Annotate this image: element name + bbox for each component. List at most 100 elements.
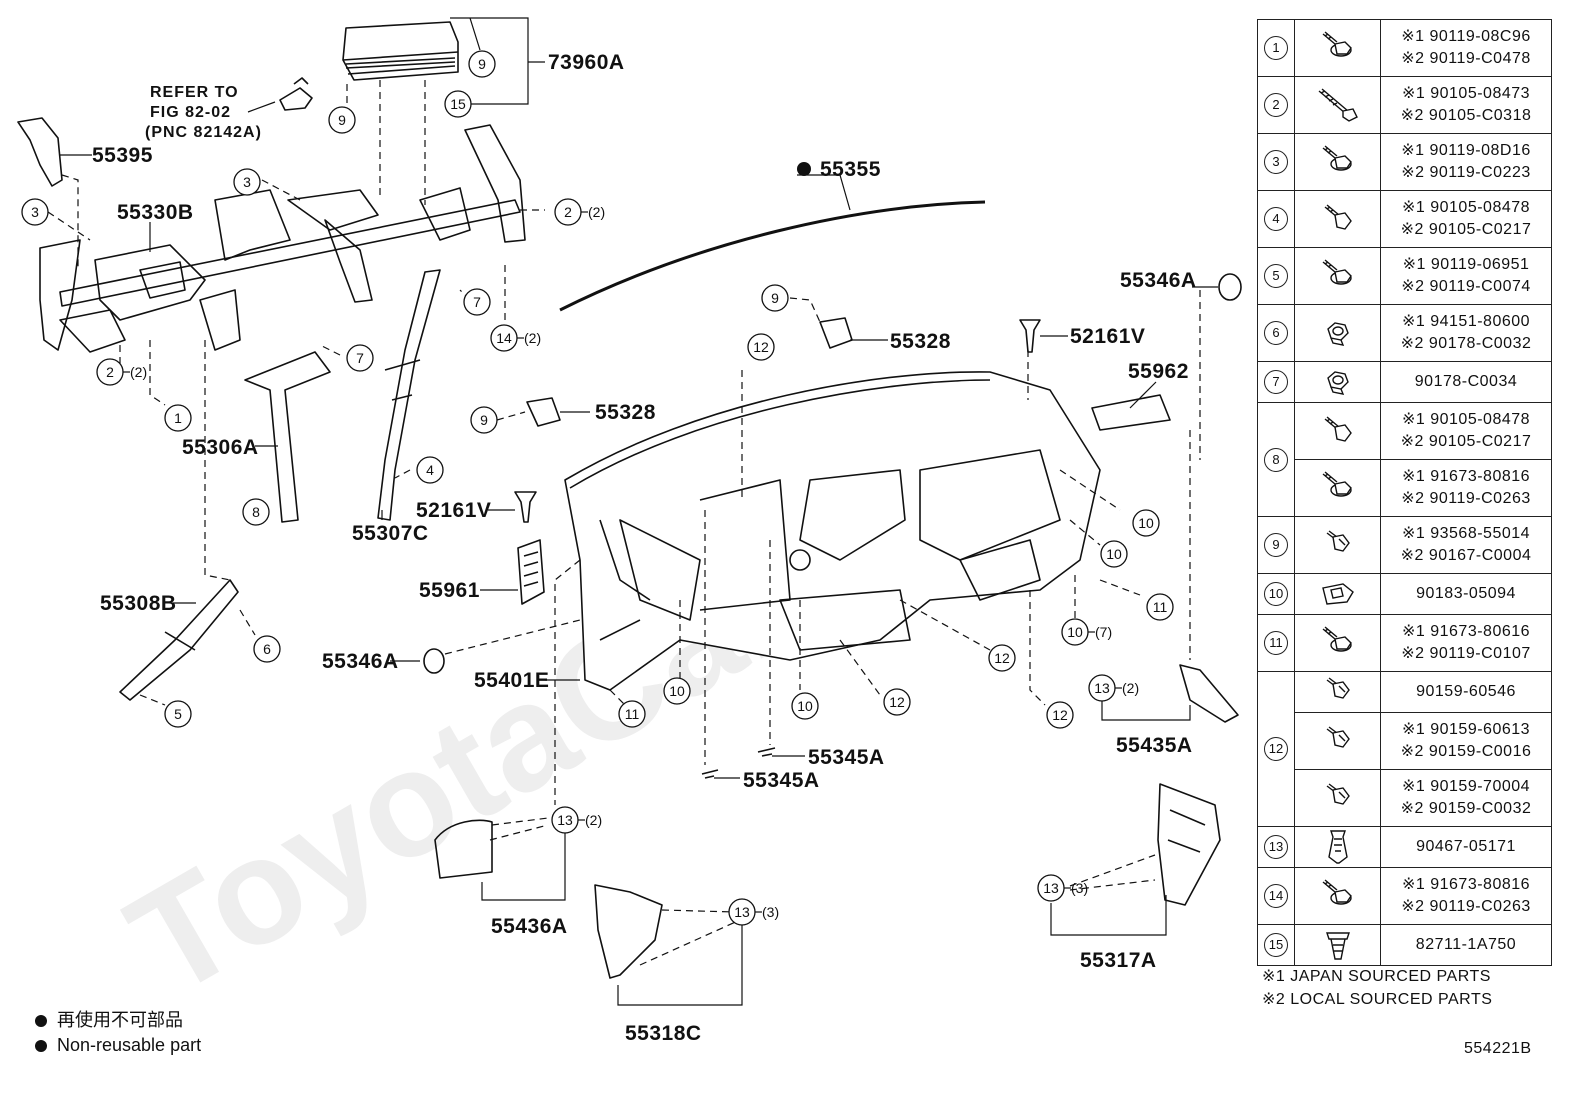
callout-number: 14 — [496, 330, 512, 346]
part-number: ※1 90119-08C96 — [1401, 28, 1531, 45]
part-label-55355: 55355 — [820, 158, 881, 181]
quantity-label: (2) — [1122, 680, 1139, 696]
callout-1: 1 — [164, 404, 192, 432]
parts-table-row: ※1 90159-70004 ※2 90159-C0032 — [1258, 769, 1552, 827]
drawing-number: 554221B — [1464, 1040, 1532, 1057]
legend-item-jp: 再使用不可部品 — [35, 1008, 201, 1033]
callout-number: 15 — [450, 96, 466, 112]
callout-number: 10 — [669, 683, 685, 699]
callout-7: 7 — [463, 288, 491, 316]
part-number-cell: ※1 90105-08478※2 90105-C0217 — [1380, 190, 1552, 248]
item-number: 5 — [1264, 264, 1288, 288]
part-number: ※2 90119-C0074 — [1401, 278, 1531, 295]
callout-9: 9 — [470, 406, 498, 434]
callout-number: 10 — [797, 698, 813, 714]
callout-12: 12 — [1046, 701, 1074, 729]
part-number: ※2 90119-C0478 — [1401, 50, 1531, 67]
part-label-52161V: 52161V — [416, 499, 491, 522]
legend-item-en: Non-reusable part — [35, 1033, 201, 1058]
item-number-cell: 15 — [1257, 924, 1295, 966]
callout-15: 15 — [444, 90, 472, 118]
callout-10: 10 — [663, 677, 691, 705]
part-number: 82711-1A750 — [1415, 936, 1517, 953]
callout-number: 2 — [106, 364, 114, 380]
brace-55307C-drawing — [377, 269, 441, 521]
item-number: 7 — [1264, 370, 1288, 394]
part-number: ※1 90119-08D16 — [1401, 142, 1531, 159]
item-number: 8 — [1264, 447, 1288, 472]
part-label-55328: 55328 — [890, 330, 951, 353]
callout-number: 12 — [889, 694, 905, 710]
panel-55318C-drawing — [594, 884, 663, 979]
part-number-cell: ※1 90119-06951※2 90119-C0074 — [1380, 247, 1552, 305]
callout-number: 12 — [1052, 707, 1068, 723]
part-number-cell: ※1 94151-80600※2 90178-C0032 — [1380, 304, 1552, 362]
part-number: ※2 90105-C0217 — [1400, 433, 1532, 450]
part-number: ※2 90159-C0032 — [1400, 800, 1532, 817]
callout-13: 13 — [1037, 874, 1065, 902]
part-number-cell: ※1 91673-80816※2 90119-C0263 — [1380, 867, 1552, 925]
callout-10: 10 — [1100, 540, 1128, 568]
part-number: ※1 91673-80816 — [1401, 876, 1531, 893]
flange-bolt-icon — [1294, 614, 1381, 672]
item-number-cell: 8 — [1257, 402, 1295, 517]
item-number-cell: 5 — [1257, 247, 1295, 305]
part-label-55395: 55395 — [92, 144, 153, 167]
quantity-label: (2) — [130, 364, 147, 380]
callout-number: 12 — [753, 339, 769, 355]
part-number-cell: ※1 90119-08D16※2 90119-C0223 — [1380, 133, 1552, 191]
part-number-cell: 90159-60546 — [1380, 671, 1552, 713]
parts-table-row: 4※1 90105-08478※2 90105-C0217 — [1257, 190, 1552, 248]
part-label-55330B: 55330B — [117, 201, 194, 224]
callout-circles: 9 15 9 3 3 2 7 14 7 2 1 9 12 9 4 8 10 10… — [21, 50, 1174, 926]
part-number-cell: ※1 91673-80616※2 90119-C0107 — [1380, 614, 1552, 672]
parts-table-row: 5 ※1 90119-06951※2 90119-C0074 — [1257, 247, 1552, 305]
part-label-55307C: 55307C — [352, 522, 429, 545]
callout-12: 12 — [883, 688, 911, 716]
item-number: 9 — [1264, 533, 1288, 557]
quantity-label: (2) — [524, 330, 541, 346]
clip-55328-mid-drawing — [526, 397, 561, 427]
part-label-55401E: 55401E — [474, 669, 549, 692]
item-number: 13 — [1264, 835, 1288, 859]
callout-number: 7 — [473, 294, 481, 310]
callout-13: 13 — [551, 806, 579, 834]
part-number-cell: ※1 93568-55014※2 90167-C0004 — [1380, 516, 1552, 574]
callout-12: 12 — [988, 644, 1016, 672]
callout-number: 10 — [1138, 515, 1154, 531]
callout-8: 8 — [242, 498, 270, 526]
parts-table-row: 6※1 94151-80600※2 90178-C0032 — [1257, 304, 1552, 362]
callout-9: 9 — [761, 284, 789, 312]
part-number: 90467-05171 — [1416, 838, 1516, 855]
bracket-55395-drawing — [17, 117, 63, 187]
instrument-panel-drawing — [564, 371, 1101, 691]
parts-table-row: 1※1 90119-08C96※2 90119-C0478 — [1257, 19, 1552, 77]
part-number-cell: 90183-05094 — [1380, 573, 1552, 615]
parts-table-row: 14※1 91673-80816※2 90119-C0263 — [1257, 867, 1552, 925]
refer-note: REFER TO FIG 82-02 (PNC 82142A) — [145, 84, 261, 141]
part-number-cell: 90178-C0034 — [1380, 361, 1552, 403]
nut-icon — [1294, 361, 1381, 403]
callout-10: 10 — [1061, 618, 1089, 646]
callout-2: 2 — [96, 358, 124, 386]
flange-bolt-icon — [1294, 133, 1381, 191]
parts-table-row: 7 90178-C0034 — [1257, 361, 1552, 403]
item-number-cell: 11 — [1257, 614, 1295, 672]
bullet-dot-icon — [35, 1015, 47, 1027]
part-number: ※2 90119-C0107 — [1401, 645, 1531, 662]
part-label-55317A: 55317A — [1080, 949, 1157, 972]
callout-11: 11 — [618, 700, 646, 728]
refer-note-line: FIG 82-02 — [150, 104, 231, 121]
quantity-label: (2) — [585, 812, 602, 828]
part-number: ※1 90159-70004 — [1401, 778, 1531, 795]
callout-number: 12 — [994, 650, 1010, 666]
part-label-55328: 55328 — [595, 401, 656, 424]
item-number-cell: 9 — [1257, 516, 1295, 574]
parts-table-row: ※1 91673-80816※2 90119-C0263 — [1258, 459, 1552, 517]
clip-55328-top-drawing — [819, 317, 853, 349]
part-number: ※2 90105-C0217 — [1400, 221, 1532, 238]
callout-4: 4 — [416, 456, 444, 484]
strip-55355-drawing — [559, 200, 986, 312]
part-number: ※2 90178-C0032 — [1400, 335, 1532, 352]
